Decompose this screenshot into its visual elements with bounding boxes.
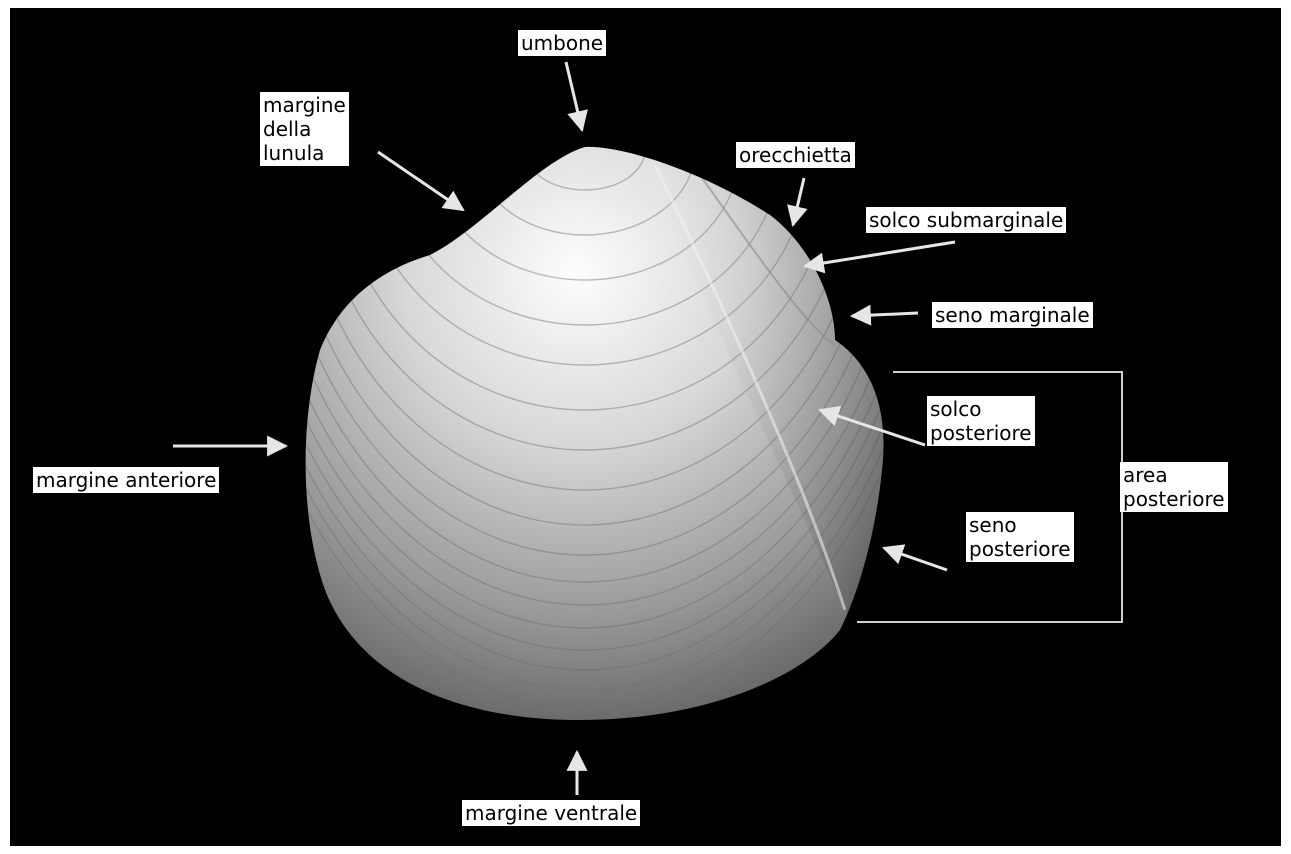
arrow-solco-submarginale <box>805 242 955 266</box>
arrow-umbone <box>566 62 582 130</box>
label-seno-marginale: seno marginale <box>932 302 1093 328</box>
arrow-seno-marginale <box>852 313 918 316</box>
label-umbone: umbone <box>518 30 606 56</box>
label-orecchietta: orecchietta <box>736 142 855 168</box>
label-margine-ventrale: margine ventrale <box>462 800 640 826</box>
arrow-lunula <box>378 152 463 210</box>
label-solco-posteriore: solco posteriore <box>927 396 1035 446</box>
label-area-posteriore: area posteriore <box>1120 462 1228 512</box>
label-seno-posteriore: seno posteriore <box>966 512 1074 562</box>
arrow-orecchietta <box>793 178 804 225</box>
label-margine-anteriore: margine anteriore <box>33 467 219 493</box>
label-margine-lunula: margine della lunula <box>260 92 349 166</box>
arrow-seno-posteriore <box>884 548 947 570</box>
label-solco-submarginale: solco submarginale <box>866 207 1066 233</box>
